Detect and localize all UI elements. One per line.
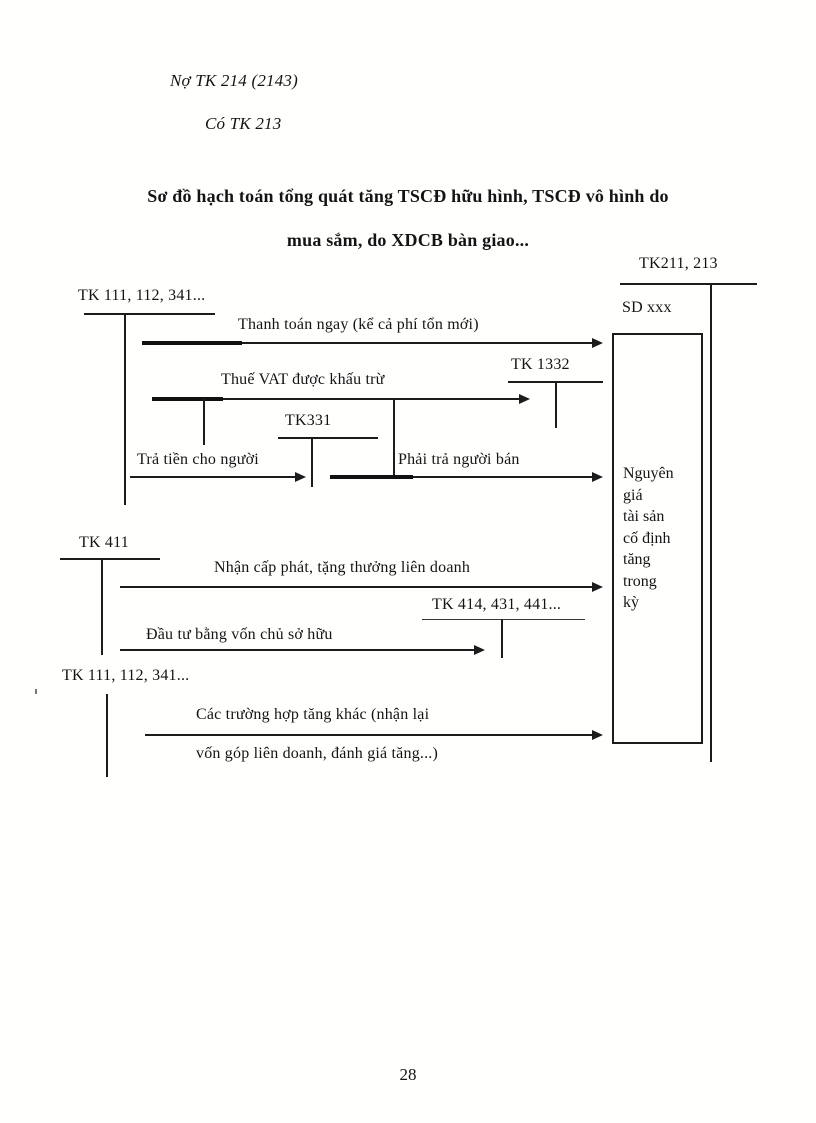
journal-entry-credit-line: Có TK 213: [205, 114, 282, 133]
arrowhead-vat: [519, 394, 530, 404]
flow-label-tang-khac-line2: vốn góp liên doanh, đánh giá tăng...): [196, 745, 439, 762]
flow-arrow-tra-tien-line: [130, 476, 297, 478]
tk414-account-stem: [501, 619, 503, 658]
account-label-tk1332: TK 1332: [511, 356, 570, 373]
account-label-tk211-213: TK211, 213: [639, 255, 718, 272]
tk411-account-stem: [101, 558, 103, 655]
flow-arrow-nhan-cap-phat-line: [120, 586, 594, 588]
vat-tick-descender: [203, 399, 205, 445]
flow-label-thanh-toan-ngay: Thanh toán ngay (kể cả phí tổn mới): [238, 316, 479, 333]
flow-arrow-thanh-toan-line: [142, 342, 594, 344]
tk331-account-topline: [278, 437, 378, 439]
tk331-account-stem: [311, 437, 313, 487]
vat-payable-connector: [393, 399, 395, 478]
flow-label-phai-tra: Phải trả người bán: [398, 451, 520, 468]
tk1332-account-stem: [555, 381, 557, 428]
flow-arrow-phai-tra-line: [330, 476, 594, 478]
account-label-tk111-top: TK 111, 112, 341...: [78, 287, 206, 304]
page-number: 28: [399, 1065, 417, 1084]
flow-label-tang-khac-line1: Các trường hợp tăng khác (nhận lại: [196, 706, 430, 723]
arrowhead-tang-khac: [592, 730, 603, 740]
flow-label-nhan-cap-phat: Nhận cấp phát, tặng thưởng liên doanh: [214, 559, 471, 576]
flow-arrow-vat-line: [152, 398, 521, 400]
tk414-account-topline: [422, 619, 585, 620]
tk111-top-account-stem: [124, 313, 126, 505]
tk411-account-topline: [60, 558, 160, 560]
arrowhead-phai-tra: [592, 472, 603, 482]
flow-label-tra-tien: Trả tiền cho người: [137, 451, 259, 468]
account-label-tk411: TK 411: [79, 534, 129, 551]
flow-arrow-vat-thick-segment: [152, 397, 223, 401]
stray-scan-mark: [35, 689, 37, 694]
flow-label-dau-tu: Đầu tư bằng vốn chủ sở hữu: [146, 626, 333, 643]
flow-arrow-tang-khac-line: [145, 734, 594, 736]
tk211-account-stem: [710, 283, 712, 762]
flow-arrow-dau-tu-line: [120, 649, 476, 651]
flow-arrow-phai-tra-thick-segment: [330, 475, 413, 479]
tk111-bottom-account-stem: [106, 694, 108, 777]
tk211-account-topline: [620, 283, 757, 285]
account-label-tk414: TK 414, 431, 441...: [432, 596, 562, 613]
opening-balance-label: SD xxx: [622, 299, 672, 316]
arrowhead-nhan-cap-phat: [592, 582, 603, 592]
flow-arrow-thanh-toan-thick-segment: [142, 341, 242, 345]
arrowhead-tra-tien: [295, 472, 306, 482]
account-label-tk111-bottom: TK 111, 112, 341...: [62, 667, 190, 684]
flow-label-thue-vat: Thuế VAT được khấu trừ: [221, 371, 385, 388]
diagram-title-line1: Sơ đồ hạch toán tổng quát tăng TSCĐ hữu …: [147, 186, 669, 206]
diagram-title-line2: mua sắm, do XDCB bàn giao...: [286, 230, 530, 250]
journal-entry-debit-line: Nợ TK 214 (2143): [170, 71, 298, 90]
arrowhead-thanh-toan: [592, 338, 603, 348]
account-label-tk331: TK331: [285, 412, 332, 429]
asset-cost-box: Nguyên giá tài sản cố định tăng trong kỳ: [612, 333, 703, 744]
tk111-top-account-topline: [84, 313, 215, 315]
arrowhead-dau-tu: [474, 645, 485, 655]
